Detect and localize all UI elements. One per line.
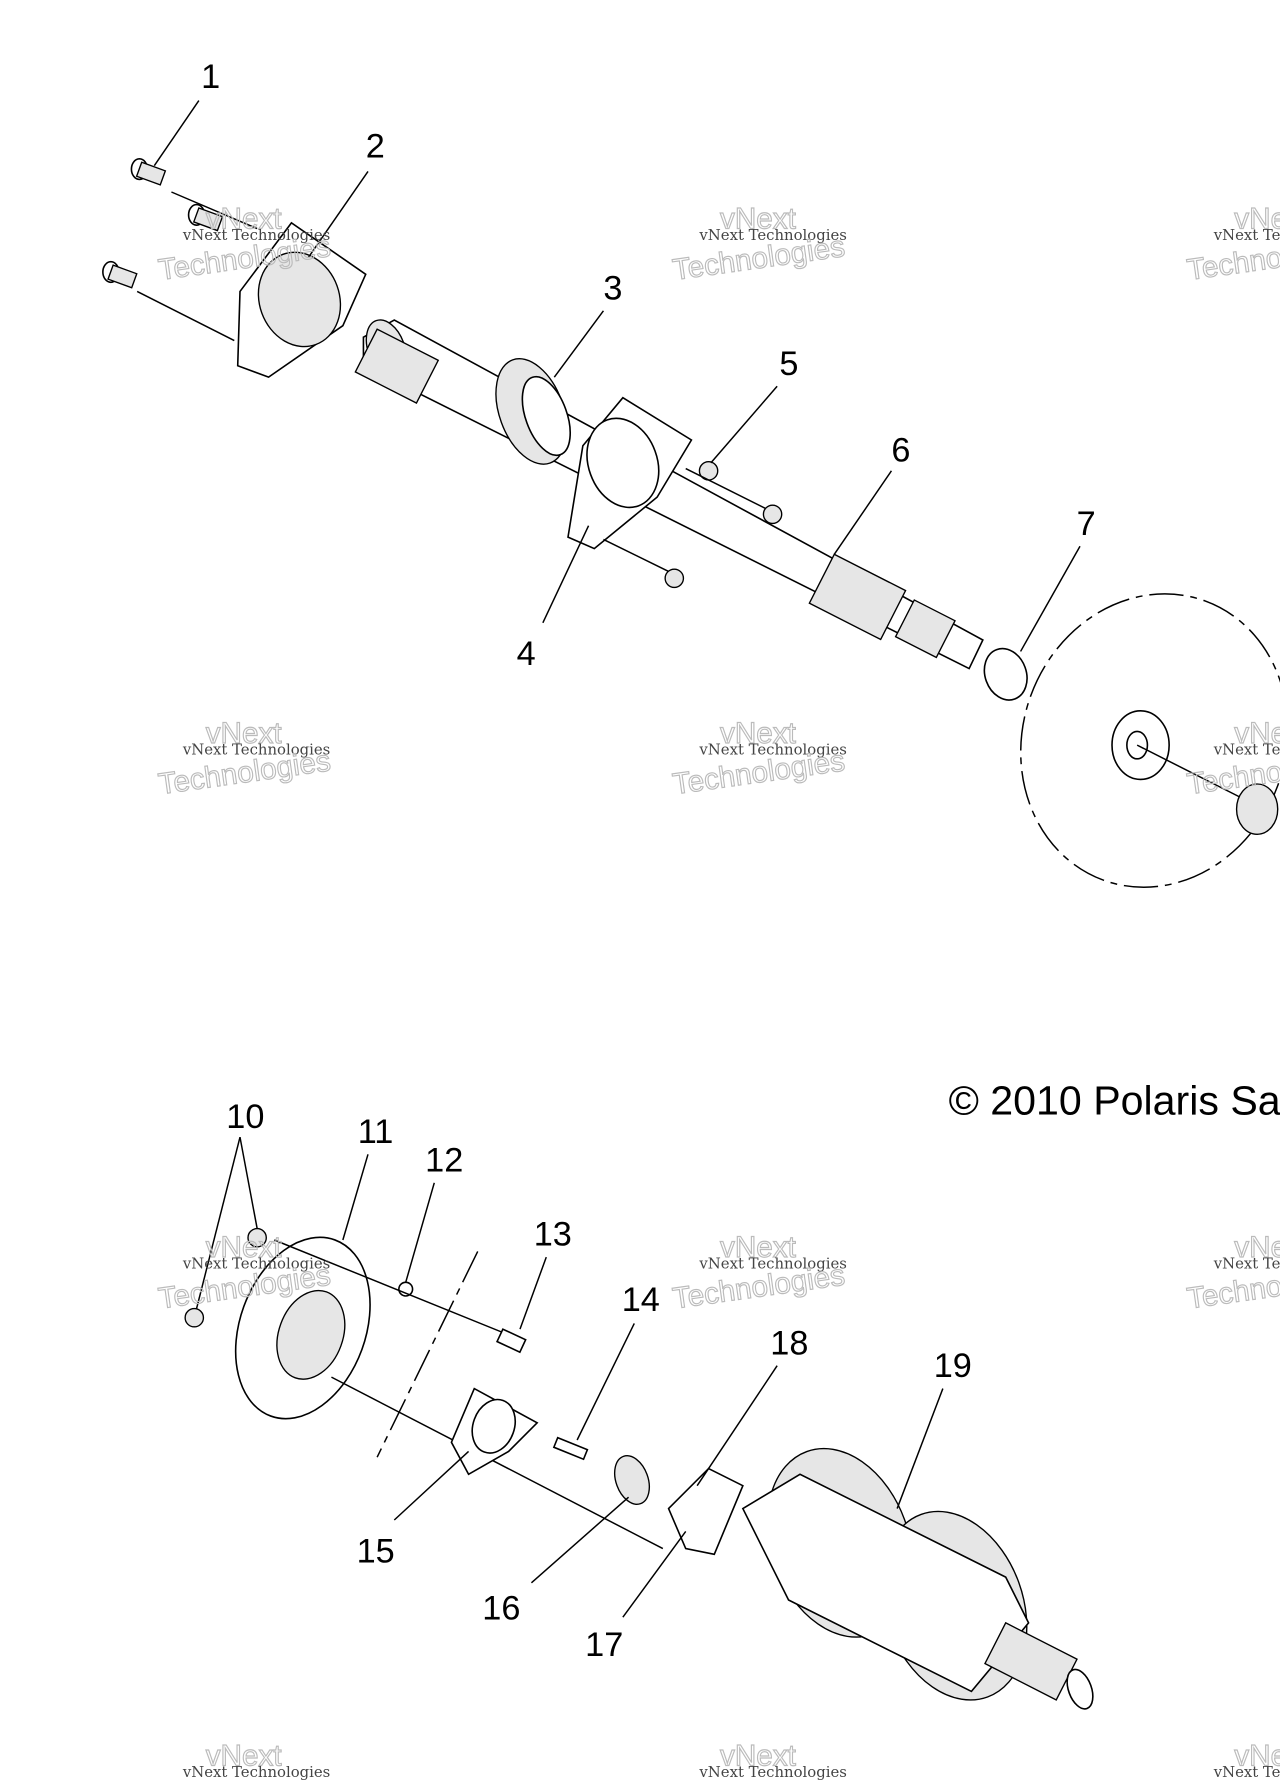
bolt-part	[130, 158, 167, 186]
callout-4: 4	[517, 635, 536, 673]
callout-19: 19	[934, 1347, 972, 1385]
callout-13: 13	[534, 1216, 572, 1254]
svg-text:vNext: vNext	[720, 717, 797, 750]
bolt-part	[187, 203, 224, 232]
callout-12: 12	[425, 1141, 463, 1179]
callout-11: 11	[358, 1113, 394, 1151]
svg-text:vNext: vNext	[720, 1740, 797, 1773]
svg-text:vNext Technologies: vNext Technologies	[698, 1763, 846, 1781]
svg-text:vNext Technologies: vNext Technologies	[182, 1763, 330, 1781]
svg-text:vNext: vNext	[206, 1740, 283, 1773]
svg-text:vNext Technologies: vNext Technologies	[1213, 740, 1280, 758]
svg-text:vNext Technologies: vNext Technologies	[1213, 1255, 1280, 1273]
svg-text:vNext Technologies: vNext Technologies	[1213, 226, 1280, 244]
svg-text:vNext Technologies: vNext Technologies	[698, 1255, 846, 1273]
callout-18: 18	[770, 1324, 808, 1362]
svg-text:vNext: vNext	[206, 1231, 283, 1264]
callout-17: 17	[585, 1626, 623, 1664]
svg-text:vNext Technologies: vNext Technologies	[182, 1255, 330, 1273]
svg-text:vNext Technologies: vNext Technologies	[182, 226, 330, 244]
callout-6: 6	[891, 432, 910, 470]
upper-assembly	[102, 100, 1280, 888]
svg-text:vNext: vNext	[1234, 1231, 1280, 1264]
callout-10: 10	[226, 1098, 264, 1136]
pin-part	[495, 1328, 527, 1354]
copyright-text: © 2010 Polaris Sale	[949, 1077, 1280, 1123]
callout-2: 2	[366, 128, 385, 166]
svg-text:vNext Technologies: vNext Technologies	[182, 740, 330, 758]
svg-text:vNext: vNext	[1234, 1740, 1280, 1773]
svg-text:vNext Technologies: vNext Technologies	[698, 740, 846, 758]
bolt-part	[102, 260, 138, 289]
callout-labels: 1 2 3 4 5 6 7 10 11 12 13 14 15 16 17 18…	[201, 58, 1095, 1664]
svg-text:vNext: vNext	[1234, 203, 1280, 236]
svg-text:vNext Technologies: vNext Technologies	[1213, 1763, 1280, 1781]
svg-text:vNext: vNext	[206, 203, 283, 236]
lower-assembly	[184, 1136, 1094, 1710]
callout-15: 15	[357, 1532, 395, 1570]
callout-7: 7	[1077, 505, 1096, 543]
svg-text:vNext: vNext	[1234, 717, 1280, 750]
clutch-part	[741, 1447, 1094, 1710]
svg-text:vNext: vNext	[720, 1231, 797, 1264]
callout-1: 1	[201, 58, 220, 96]
svg-text:vNext: vNext	[206, 717, 283, 750]
callout-5: 5	[779, 345, 798, 383]
svg-text:vNext: vNext	[720, 203, 797, 236]
callout-14: 14	[622, 1281, 660, 1319]
callout-16: 16	[482, 1589, 520, 1627]
callout-3: 3	[603, 269, 622, 307]
svg-text:vNext Technologies: vNext Technologies	[698, 226, 846, 244]
